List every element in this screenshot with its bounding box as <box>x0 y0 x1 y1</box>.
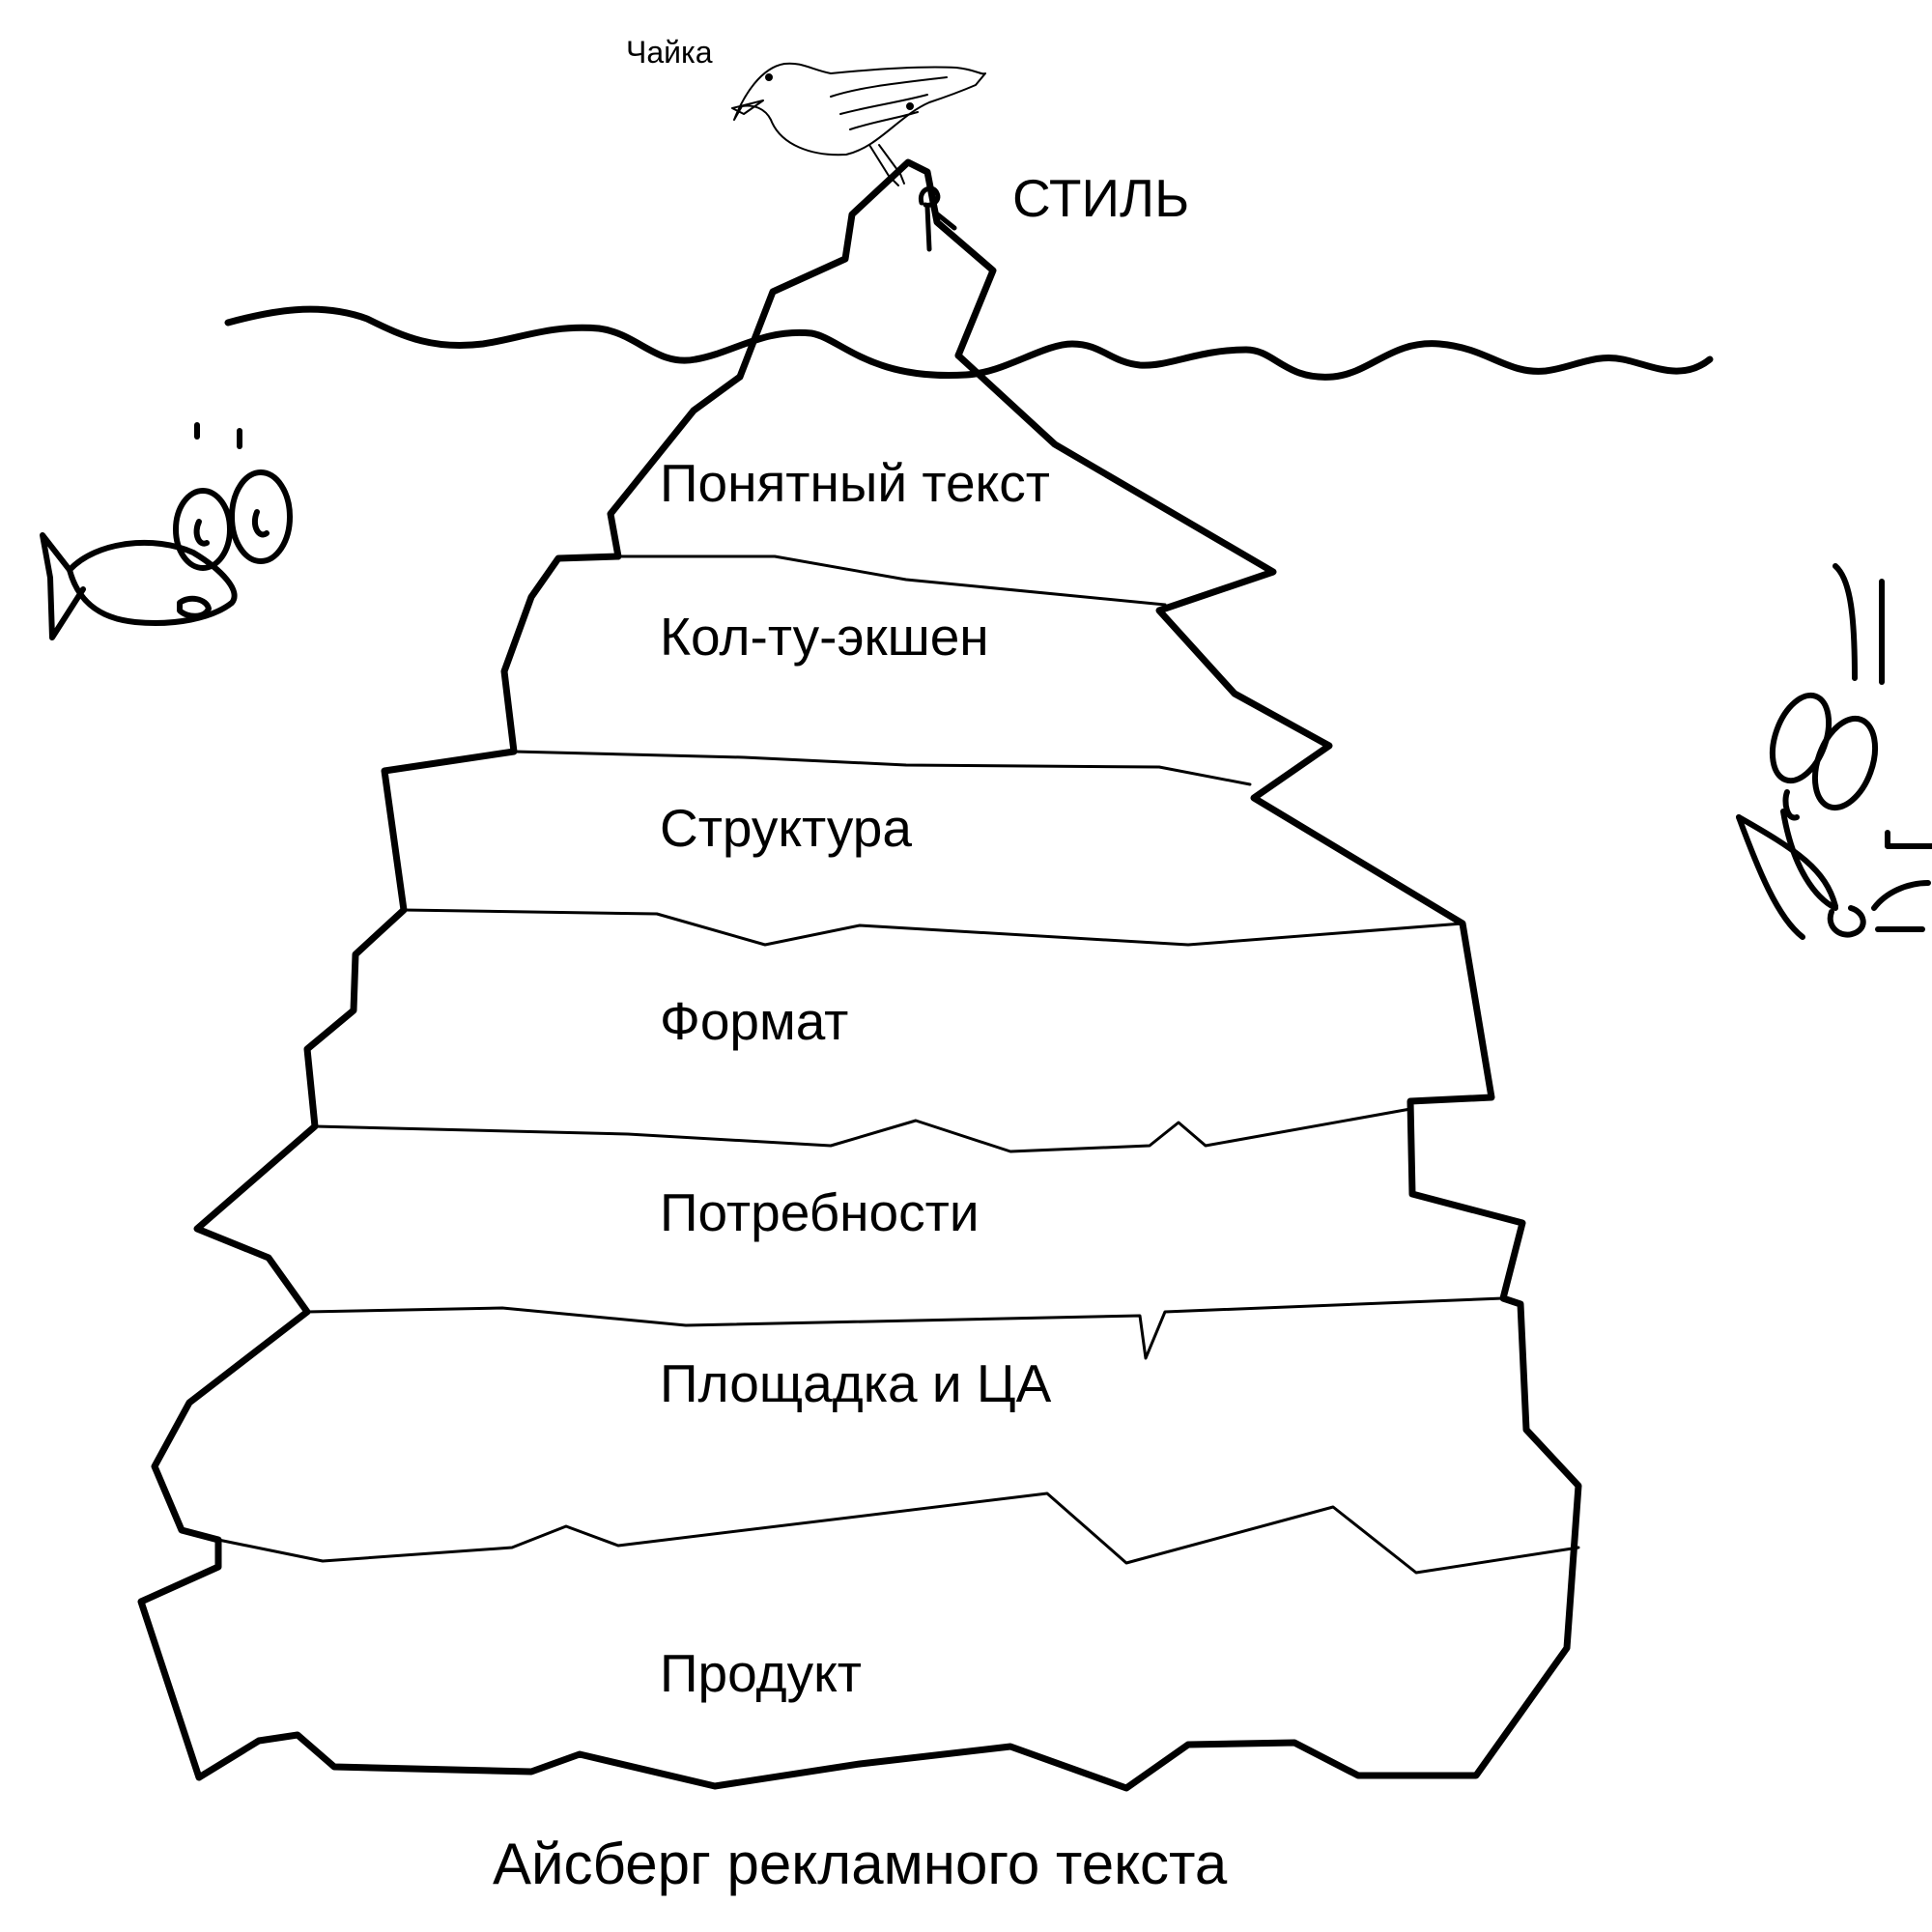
diagram-caption: Айсберг рекламного текста <box>493 1832 1228 1896</box>
fish-icon <box>1736 563 1932 940</box>
layer-label-needs: Потребности <box>660 1182 980 1242</box>
tip-label-style: СТИЛЬ <box>1012 168 1190 228</box>
layer-divider <box>313 1107 1412 1153</box>
layer-label-product: Продукт <box>660 1643 862 1703</box>
layer-divider <box>512 750 1252 786</box>
seagull-icon <box>731 62 986 186</box>
layer-divider <box>402 908 1464 947</box>
seagull-caption: Чайка <box>626 35 713 70</box>
iceberg-left-edge <box>137 352 1582 1792</box>
fish-icon <box>40 422 293 640</box>
layer-label-clear-text: Понятный текст <box>660 453 1050 513</box>
layer-label-format: Формат <box>660 991 849 1051</box>
layer-divider <box>305 1296 1505 1360</box>
layer-label-call-to-action: Кол-ту-экшен <box>660 607 989 667</box>
water-line <box>224 305 1714 381</box>
layer-label-platform-audience: Площадка и ЦА <box>660 1353 1052 1413</box>
layer-label-structure: Структура <box>660 798 912 858</box>
iceberg-tip <box>736 158 997 381</box>
layer-divider <box>216 1492 1580 1575</box>
layer-divider <box>616 554 1167 607</box>
peak-detail-icon <box>918 185 957 252</box>
